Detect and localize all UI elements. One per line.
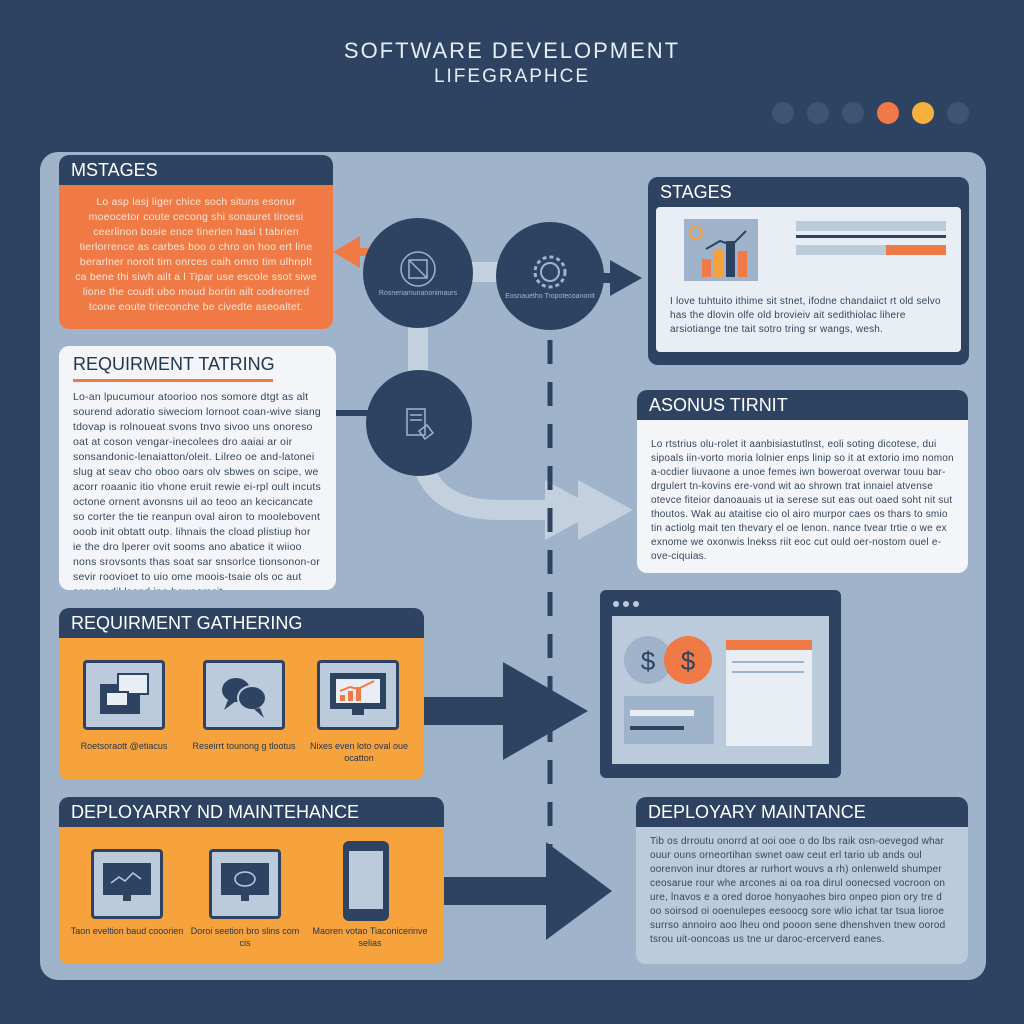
stages-right-panel: STAGES I love tuhtuito ithime sit stnet,… [648,177,969,365]
svg-text:$: $ [641,646,656,676]
panel-text: Lo asp lasj liger chice soch situns eson… [75,196,317,313]
progress-fill [886,245,946,255]
deployment-maintenance-right-panel: DEPLOYARY MAINTANCE Tib os drroutu onorr… [636,797,968,964]
page-title: SOFTWARE DEVELOPMENT [343,38,681,63]
requirement-tatring-panel: REQUIRMENT TATRING Lo-an lpucumour atoor… [59,346,336,590]
smartphone-icon [343,841,389,921]
tile-caption: Taon eveltion baud cooorien [70,926,184,936]
panel-heading: REQUIRMENT TATRING [73,354,275,374]
pagination-dot[interactable] [772,102,794,124]
panel-heading: DEPLOYARY MAINTANCE [636,797,968,827]
window-dot [613,601,619,607]
panel-heading: STAGES [656,177,961,207]
mini-bar [726,241,735,277]
chat-window-icon [83,660,165,730]
bar-chart-icon [684,219,758,281]
arrow-right-icon [610,260,642,296]
panel-heading: DEPLOYARRY ND MAINTEHANCE [59,797,444,827]
pagination-dot[interactable] [877,102,899,124]
circle-label: Rosnenamunanonimaurs [378,289,458,297]
stage-circle[interactable]: Eosnauetho Tropotecoanonit [496,222,604,330]
gear-icon [533,255,567,288]
analytics-monitor-icon [317,660,399,730]
tile-caption: Roetsoraott @etiacus [80,741,168,751]
window-dot [623,601,629,607]
mini-bar [714,249,723,277]
window-dot [633,601,639,607]
mini-bar [738,251,747,277]
asonus-panel: ASONUS TIRNIT Lo rtstrius olu-rolet it a… [637,390,968,573]
svg-text:$: $ [681,646,696,676]
pagination-dots [772,102,969,124]
requirement-gathering-panel: REQUIRMENT GATHERING Roetsoraott @etiacu… [59,608,424,780]
big-arrow-right-icon [546,842,612,940]
progress-track [796,221,946,231]
panel-text: I love tuhtuito ithime sit stnet, ifodne… [670,296,941,335]
stage-circle[interactable]: Rosnenamunanonimaurs [363,218,473,328]
arrow-head [578,480,633,540]
big-arrow-right-icon [503,662,588,760]
big-arrow-stem [424,697,508,725]
stages-panel: MSTAGES Lo asp lasj liger chice soch sit… [59,155,333,329]
stage-circle[interactable] [366,370,472,476]
panel-text: Tib os drroutu onorrd at ooi ooe o do lb… [650,836,946,945]
finance-screen: $ $ [600,590,841,778]
arrow-left-icon [333,236,360,268]
panel-heading: REQUIRMENT GATHERING [59,608,424,638]
heading-underline [73,379,273,382]
tile-caption: Doroi seetion bro slins com cis [190,926,300,948]
speech-bubbles-icon [203,660,285,730]
mini-bar [702,259,711,277]
circle-label: Eosnauetho Tropotecoanonit [505,292,595,300]
page-subtitle: LIFEGRAPHCE [433,66,591,87]
tile-caption: Nixes even loto oval oue ocatton [309,741,409,763]
map-icon [400,250,436,287]
stages-card: I love tuhtuito ithime sit stnet, ifodne… [656,207,961,352]
tile-caption: Maoren votao Tiaconicerinve selias [312,926,428,948]
pagination-dot[interactable] [947,102,969,124]
pagination-dot[interactable] [842,102,864,124]
big-arrow-stem [444,877,548,905]
monitor-chart-icon [91,849,163,919]
arrow-head [545,480,600,540]
panel-text: Lo rtstrius olu-rolet it aanbisiastutlns… [651,439,954,562]
panel-text: Lo-an lpucumour atoorioo nos somore dtgt… [73,391,321,590]
panel-heading: ASONUS TIRNIT [637,390,968,420]
panel-heading: MSTAGES [59,155,333,185]
deployment-maintenance-panel: DEPLOYARRY ND MAINTEHANCE Taon eveltion … [59,797,444,964]
dollar-icon [664,636,712,684]
divider [796,235,946,238]
pagination-dot[interactable] [912,102,934,124]
dollar-icon [624,636,672,684]
tile-caption: Reseirrt tounong g tlootus [192,741,296,751]
pagination-dot[interactable] [807,102,829,124]
monitor-message-icon [209,849,281,919]
document-tools-icon [406,408,435,441]
progress-track [796,245,946,255]
